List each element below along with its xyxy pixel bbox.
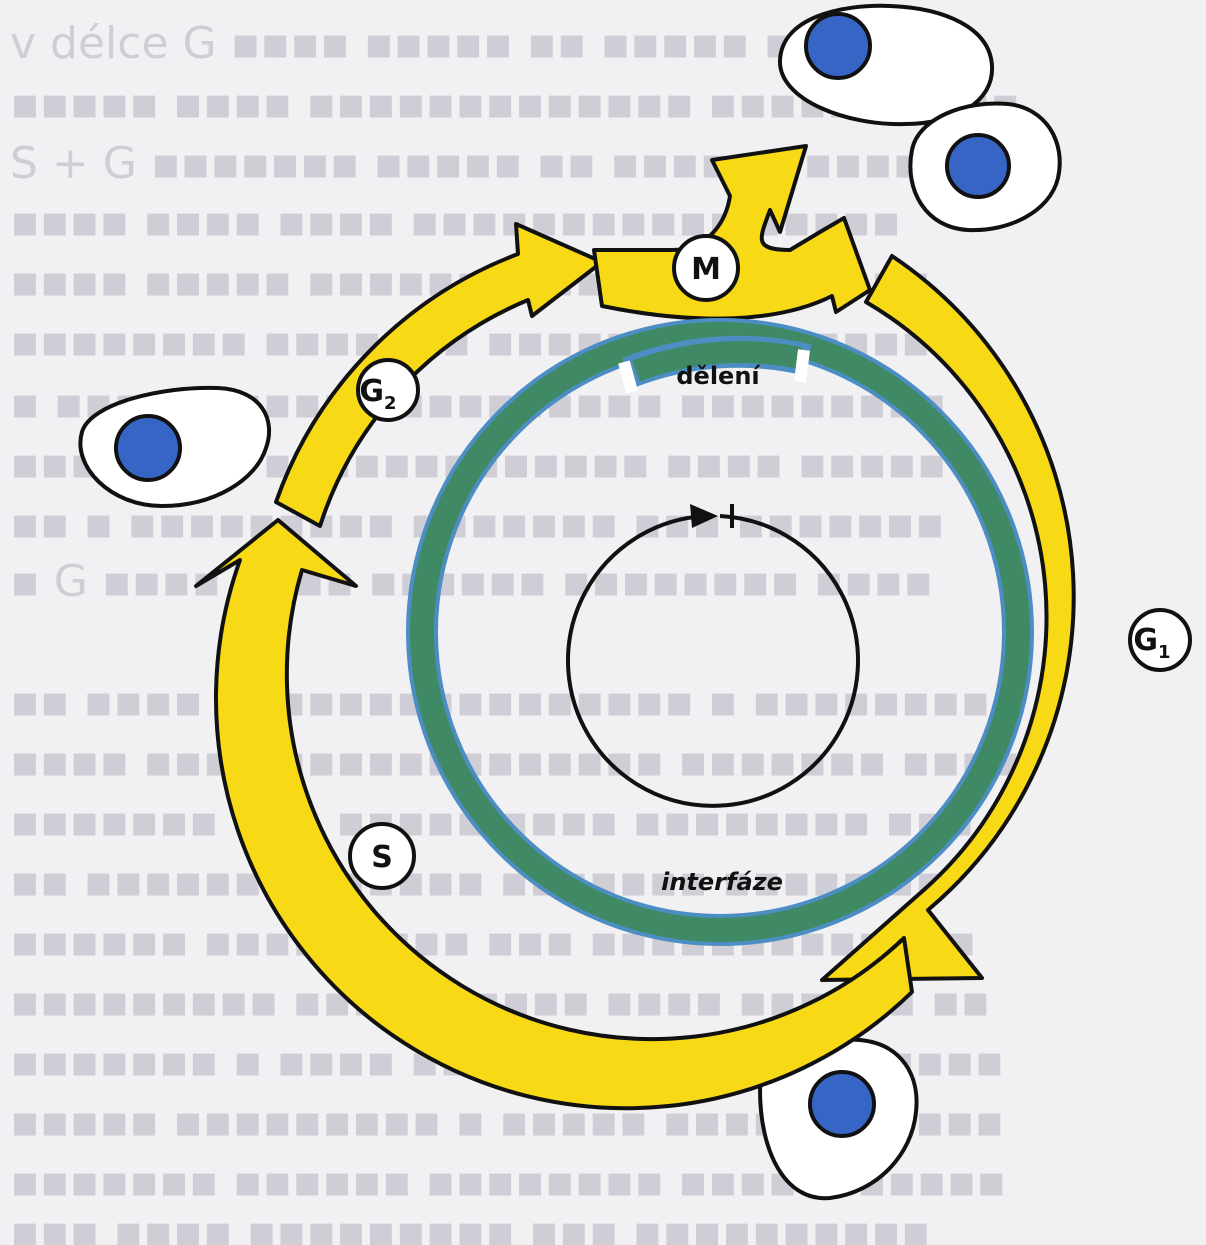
phase-s-label: S <box>371 840 393 875</box>
ring-green <box>422 334 1018 930</box>
cell-top-right <box>910 103 1059 230</box>
division-label: dělení <box>676 362 761 390</box>
nucleus-top <box>806 14 870 78</box>
phase-g2-sub: 2 <box>384 393 397 414</box>
phase-g2: G2 <box>358 360 418 420</box>
phase-g1-letter: G <box>1133 623 1158 658</box>
inner-arrowhead <box>690 504 718 528</box>
nucleus-bottom <box>810 1072 874 1136</box>
phase-s: S <box>350 824 414 888</box>
arrow-s <box>196 520 912 1108</box>
phase-m: M <box>674 236 738 300</box>
arrow-m <box>594 146 870 319</box>
cell-left <box>80 388 269 506</box>
phase-m-label: M <box>691 252 721 287</box>
inner-cycle-arrow <box>568 516 858 806</box>
phase-g2-letter: G <box>359 374 384 409</box>
nucleus-top-right <box>947 135 1009 197</box>
ring-gap-right <box>800 350 804 382</box>
ring-gap-left <box>624 362 632 392</box>
phase-g1-sub: 1 <box>1158 642 1171 663</box>
nucleus-left <box>116 416 180 480</box>
interphase-label: interfáze <box>661 868 783 896</box>
phase-g1: G1 <box>1130 610 1190 670</box>
